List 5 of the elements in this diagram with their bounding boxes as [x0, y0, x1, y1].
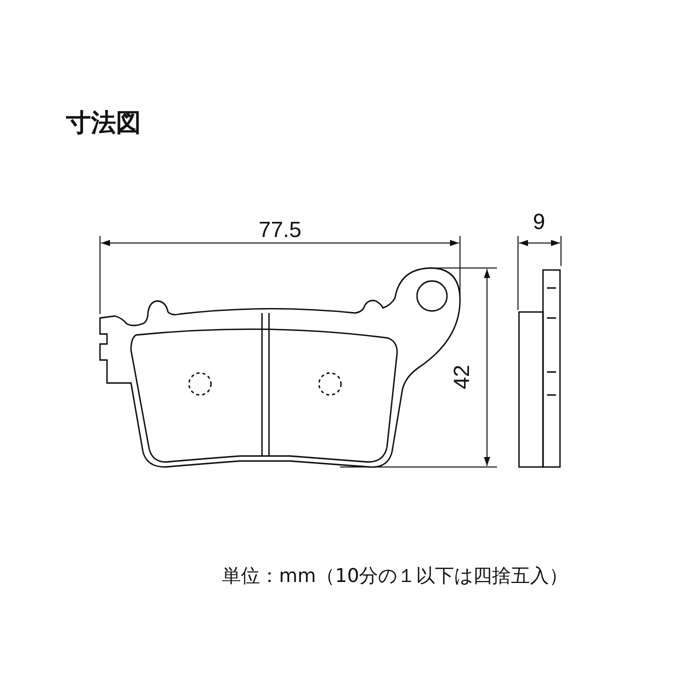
dimension-label: 9	[532, 211, 546, 233]
dimension-label: 42	[451, 364, 473, 390]
dimension-label: 77.5	[258, 219, 302, 241]
caption: 単位：mm（10分の１以下は四捨五入）	[222, 564, 568, 589]
title: 寸法図	[66, 108, 141, 138]
